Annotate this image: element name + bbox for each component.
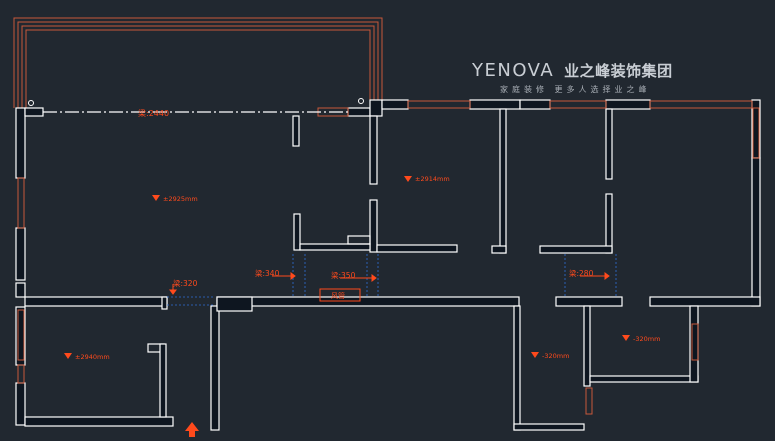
beam-350-label: 梁:350 [331, 271, 356, 280]
brand-slogan: 家庭装修 更多人选择业之峰 [500, 85, 651, 94]
balcony-post-left [28, 100, 34, 106]
windows [17, 100, 760, 415]
beam-280-label: 梁:280 [569, 269, 594, 278]
corridor-level-label: -320mm [542, 352, 569, 360]
bathroom-level-label: -320mm [633, 335, 660, 343]
balcony-post-right [358, 98, 364, 104]
bedroom2-level-label: ±2940mm [75, 353, 110, 361]
balcony-beam-label: 梁:2440 [138, 109, 169, 118]
duct-box [319, 288, 361, 302]
bedroom1-level-label: ±2914mm [415, 175, 450, 183]
entrance-arrow-icon [185, 422, 199, 437]
beam-arrows [169, 272, 610, 295]
duct-label: 风管 [331, 291, 345, 300]
brand-name-cn: 业之峰装饰集团 [564, 62, 673, 80]
balcony [13, 17, 383, 108]
living-level-label: ±2925mm [163, 195, 198, 203]
brand-watermark: YENOVA 业之峰装饰集团 家庭装修 更多人选择业之峰 [472, 60, 712, 95]
walls [15, 99, 761, 431]
beam-340-label: 梁:340 [255, 269, 280, 278]
beam-320-label: 梁:320 [173, 279, 198, 288]
brand-name-en: YENOVA [472, 60, 555, 81]
level-marker-icon [64, 176, 630, 359]
